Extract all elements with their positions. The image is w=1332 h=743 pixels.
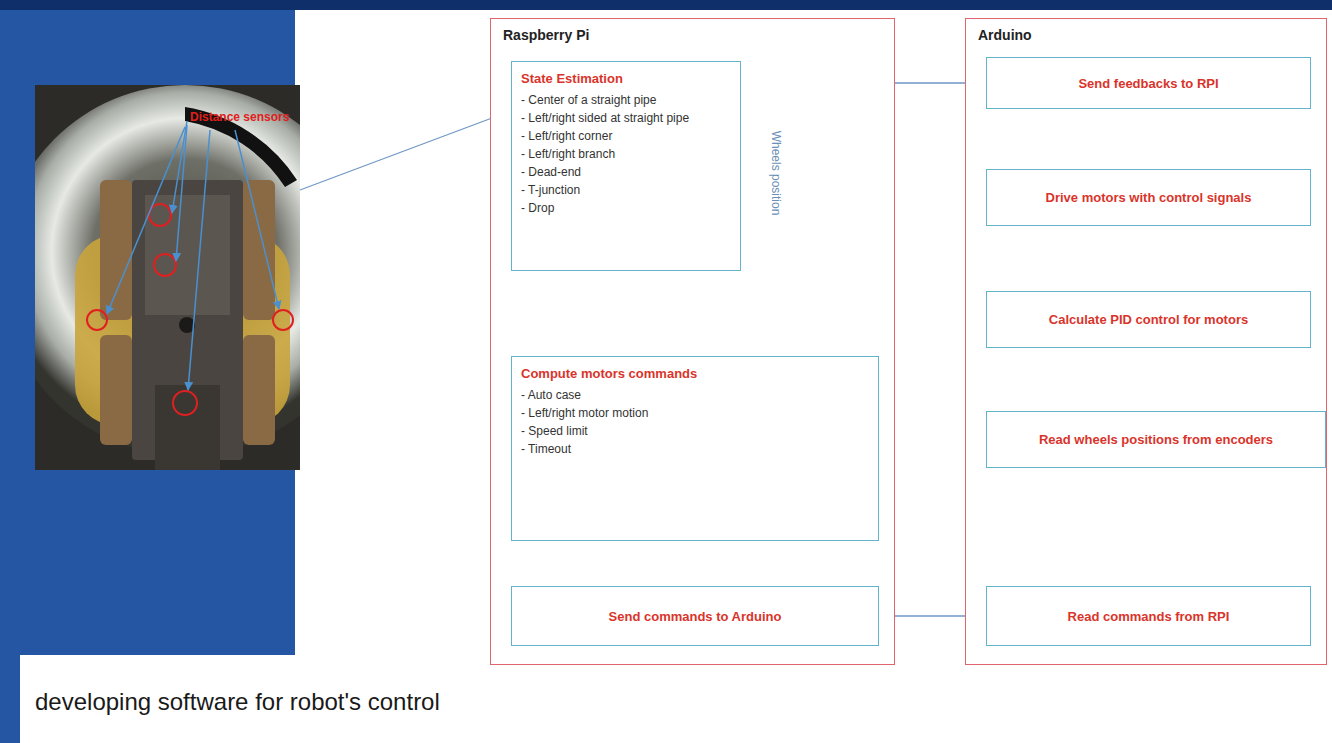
box-item: - Auto case	[521, 386, 869, 404]
controller-frame: ArduinoSend feedbacks to RPI Drive motors…	[965, 18, 1327, 665]
sensor-marker	[173, 391, 197, 415]
process-box: Calculate PID control for motors	[986, 291, 1311, 348]
box-item: - Drop	[521, 199, 731, 217]
box-item: - T-junction	[521, 181, 731, 199]
sensor-pointer	[107, 127, 185, 314]
sensor-pointer	[172, 121, 187, 213]
robot-panel	[145, 195, 230, 315]
box-heading: Arduino	[978, 27, 1314, 43]
sensor-pointer	[235, 130, 279, 309]
box-item: - Left/right corner	[521, 127, 731, 145]
process-box: Send feedbacks to RPI	[986, 57, 1311, 109]
robot-photo	[35, 85, 300, 470]
edge-label: Wheels position	[769, 128, 783, 219]
box-item: - Left/right motor motion	[521, 404, 869, 422]
box-heading: Read commands from RPI	[1068, 609, 1230, 624]
box-heading: Read wheels positions from encoders	[1039, 432, 1273, 447]
box-heading: State Estimation	[521, 69, 731, 89]
photo-leader-line	[300, 112, 508, 190]
box-item: - Center of a straight pipe	[521, 91, 731, 109]
box-item: - Left/right branch	[521, 145, 731, 163]
box-heading: Send commands to Arduino	[609, 609, 782, 624]
slide-caption: developing software for robot's control	[35, 688, 440, 716]
top-band	[0, 0, 1332, 10]
sensor-pointer	[188, 130, 210, 390]
box-item: - Timeout	[521, 440, 869, 458]
robot-wheel	[100, 335, 132, 445]
sensor-label: Distance sensors	[190, 110, 289, 124]
box-heading: Send feedbacks to RPI	[1078, 76, 1218, 91]
box-heading: Raspberry Pi	[503, 27, 882, 43]
sensor-marker	[273, 310, 293, 330]
module-box: Compute motors commands - Auto case- Left…	[511, 356, 879, 541]
box-item: - Left/right sided at straight pipe	[521, 109, 731, 127]
robot-base	[155, 385, 220, 470]
sensor-marker	[154, 254, 176, 276]
box-item: - Speed limit	[521, 422, 869, 440]
robot-wheel	[100, 180, 132, 320]
box-item: - Dead-end	[521, 163, 731, 181]
sensor-marker	[87, 310, 107, 330]
process-box: Read wheels positions from encoders	[986, 411, 1326, 468]
process-box: Drive motors with control signals	[986, 169, 1311, 226]
pipe-cable	[185, 107, 297, 187]
box-heading: Compute motors commands	[521, 364, 869, 384]
caption-panel	[20, 655, 1332, 743]
controller-frame: Raspberry Pi State Estimation - Center of …	[490, 18, 895, 665]
robot-wheel	[243, 180, 275, 320]
process-box: Read commands from RPI	[986, 586, 1311, 646]
module-box: State Estimation - Center of a straight p…	[511, 61, 741, 271]
box-heading: Drive motors with control signals	[1046, 190, 1252, 205]
box-heading: Calculate PID control for motors	[1049, 312, 1248, 327]
process-box: Send commands to Arduino	[511, 586, 879, 646]
robot-wheel	[243, 335, 275, 445]
